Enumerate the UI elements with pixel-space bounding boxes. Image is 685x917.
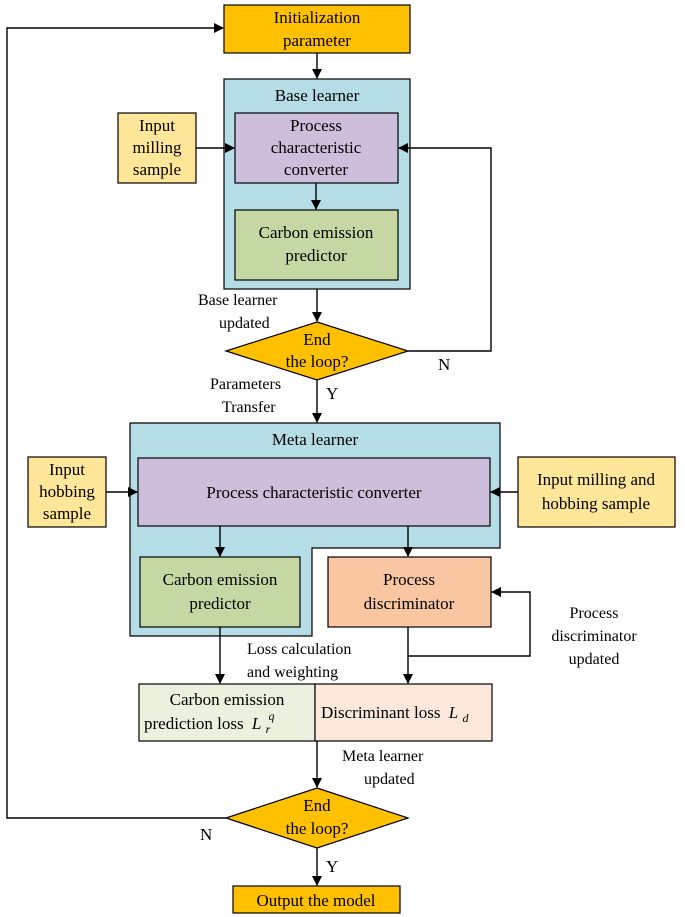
base-converter-label-2: characteristic [271, 138, 362, 157]
arrow-loop2-no [6, 23, 226, 819]
loop2-label-2: the loop? [286, 819, 349, 838]
transfer-label-1: Parameters [210, 376, 281, 393]
input-hobbing-label-1: Input [49, 460, 85, 479]
input-milling-label-3: sample [133, 160, 181, 179]
input-milling-hobbing-box [517, 456, 676, 528]
process-discriminator-label-1: Process [383, 570, 435, 589]
prediction-loss-sub: r [266, 722, 271, 736]
meta-converter-box [137, 457, 491, 527]
input-milling-label-1: Input [139, 116, 175, 135]
transfer-label-2: Transfer [222, 399, 276, 416]
process-discriminator-label-2: discriminator [364, 594, 455, 613]
meta-predictor-label-1: Carbon emission [163, 570, 278, 589]
discriminant-loss-symbol: L [448, 703, 458, 722]
meta-predictor-label-2: predictor [189, 594, 251, 613]
disc-updated-label-1: Process [570, 605, 619, 622]
base-predictor-label-2: predictor [285, 246, 347, 265]
output-label: Output the model [257, 891, 376, 910]
base-predictor-box [234, 209, 399, 281]
prediction-loss-symbol: L [251, 714, 261, 733]
input-hobbing-label-2: hobbing [39, 482, 95, 501]
base-converter-box [234, 112, 399, 184]
loop2-yes-label: Y [326, 857, 338, 876]
arrow-loop1-no [398, 143, 492, 352]
init-label-2: parameter [283, 31, 351, 50]
base-learner-title: Base learner [275, 86, 360, 105]
discriminant-loss-box [314, 683, 493, 742]
loss-calc-label-1: Loss calculation [247, 641, 351, 658]
loop1-no-label: N [438, 355, 450, 374]
base-predictor-label-1: Carbon emission [259, 223, 374, 242]
init-box [223, 4, 411, 54]
discriminant-loss-label: Discriminant loss L d [321, 703, 469, 725]
loss-calc-label-2: and weighting [247, 664, 338, 681]
base-updated-label-2: updated [219, 315, 270, 332]
base-converter-label-3: converter [284, 160, 349, 179]
base-converter-label-1: Process [290, 116, 342, 135]
disc-updated-label-2: discriminator [551, 628, 637, 645]
prediction-loss-label-1: Carbon emission [170, 690, 285, 709]
loop1-label-2: the loop? [286, 352, 349, 371]
prediction-loss-label-2: prediction loss L r q [144, 709, 275, 737]
loop1-label-1: End [303, 330, 331, 349]
meta-predictor-box [139, 556, 301, 628]
input-hobbing-label-3: sample [43, 504, 91, 523]
input-hobbing-box [27, 456, 107, 528]
meta-updated-label-1: Meta learner [342, 748, 424, 765]
loop2-no-label: N [200, 825, 212, 844]
meta-learner-title: Meta learner [272, 430, 359, 449]
loop1-yes-label: Y [326, 384, 338, 403]
meta-updated-label-2: updated [364, 771, 415, 788]
discriminant-loss-text: Discriminant loss [321, 703, 440, 722]
input-milling-hobbing-label-2: hobbing sample [542, 494, 650, 513]
discriminant-loss-sub: d [462, 711, 469, 725]
prediction-loss-box [138, 683, 316, 742]
loop2-label-1: End [303, 796, 331, 815]
base-updated-label-1: Base learner [198, 292, 278, 309]
prediction-loss-text: prediction loss [144, 714, 244, 733]
process-discriminator-box [327, 556, 492, 628]
disc-updated-label-3: updated [569, 651, 620, 668]
arrow-disc-update [408, 587, 531, 657]
init-label-1: Initialization [274, 8, 361, 27]
input-milling-hobbing-label-1: Input milling and [537, 470, 656, 489]
meta-converter-label: Process characteristic converter [206, 483, 422, 502]
prediction-loss-sup: q [269, 709, 275, 723]
output-box [232, 885, 401, 914]
input-milling-label-2: milling [132, 138, 182, 157]
